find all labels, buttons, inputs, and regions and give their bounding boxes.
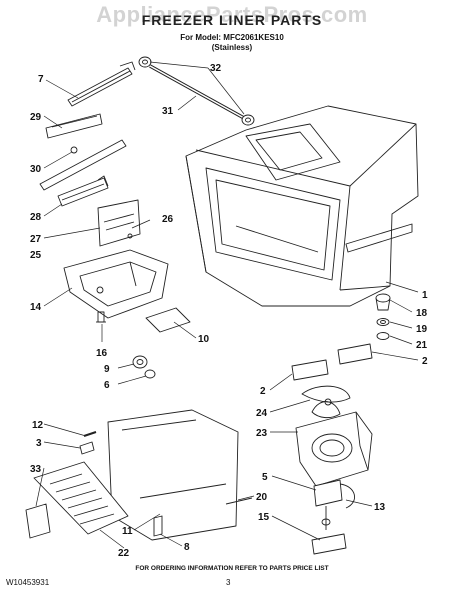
callout-10: 10 bbox=[198, 334, 210, 345]
callout-13: 13 bbox=[374, 502, 386, 513]
callout-14: 14 bbox=[30, 302, 42, 313]
part-rail-7 bbox=[67, 61, 136, 107]
callout-22: 22 bbox=[118, 548, 130, 559]
callout-26: 26 bbox=[162, 214, 174, 225]
page-title: FREEZER LINER PARTS bbox=[141, 12, 323, 28]
callout-33: 33 bbox=[30, 464, 42, 475]
callout-2-upper: 2 bbox=[422, 356, 428, 367]
part-clip-8 bbox=[153, 515, 163, 537]
callout-27: 27 bbox=[30, 234, 42, 245]
part-pad-10 bbox=[145, 307, 191, 333]
part-fan-24 bbox=[301, 385, 351, 419]
part-panel-20 bbox=[107, 409, 253, 541]
part-slide-28 bbox=[57, 175, 109, 207]
model-line: For Model: MFC2061KES10 bbox=[180, 33, 284, 42]
callout-16: 16 bbox=[96, 348, 108, 359]
callout-15: 15 bbox=[258, 512, 270, 523]
callout-11: 11 bbox=[122, 526, 133, 537]
part-liner-1 bbox=[185, 105, 419, 307]
part-motor-5 bbox=[311, 479, 355, 555]
part-shroud-23 bbox=[295, 411, 373, 487]
part-tray-14 bbox=[63, 249, 169, 319]
callout-18: 18 bbox=[416, 308, 428, 319]
callout-29: 29 bbox=[30, 112, 42, 123]
callout-8: 8 bbox=[184, 542, 190, 553]
callout-28: 28 bbox=[30, 212, 42, 223]
callout-7: 7 bbox=[38, 74, 44, 85]
part-clip-16 bbox=[96, 311, 106, 323]
watermark: AppliancePartsPros.com bbox=[96, 2, 368, 27]
part-grommet-18 bbox=[375, 293, 391, 340]
callout-32: 32 bbox=[210, 63, 222, 74]
part-cover-33 bbox=[25, 503, 51, 539]
part-screw-12 bbox=[79, 431, 97, 455]
ordering-note: FOR ORDERING INFORMATION REFER TO PARTS … bbox=[135, 565, 329, 572]
part-rod-31 bbox=[138, 56, 255, 126]
callout-20: 20 bbox=[256, 492, 268, 503]
callout-6: 6 bbox=[104, 380, 110, 391]
part-pad-2 bbox=[291, 343, 373, 381]
callout-31: 31 bbox=[162, 106, 174, 117]
page-number: 3 bbox=[226, 578, 231, 587]
callout-5: 5 bbox=[262, 472, 268, 483]
callout-3: 3 bbox=[36, 438, 42, 449]
callout-23: 23 bbox=[256, 428, 268, 439]
document-number: W10453931 bbox=[6, 578, 50, 587]
callout-labels: 7 32 29 31 30 28 26 27 25 14 10 16 9 6 1… bbox=[30, 63, 428, 559]
callout-12: 12 bbox=[32, 420, 44, 431]
part-knob-9 bbox=[132, 355, 156, 379]
callout-25: 25 bbox=[30, 250, 42, 261]
part-bracket-29 bbox=[45, 113, 103, 139]
callout-19: 19 bbox=[416, 324, 428, 335]
part-grille-22 bbox=[33, 461, 129, 535]
callout-2-lower: 2 bbox=[260, 386, 266, 397]
part-rail-30 bbox=[39, 139, 127, 191]
callout-24: 24 bbox=[256, 408, 268, 419]
callout-21: 21 bbox=[416, 340, 428, 351]
model-variant: (Stainless) bbox=[211, 43, 253, 52]
callout-9: 9 bbox=[104, 364, 110, 375]
model-info: For Model: MFC2061KES10 (Stainless) bbox=[0, 33, 464, 53]
callout-1: 1 bbox=[422, 290, 428, 301]
leader-lines bbox=[35, 61, 419, 549]
callout-30: 30 bbox=[30, 164, 42, 175]
part-plate-26 bbox=[97, 199, 141, 247]
